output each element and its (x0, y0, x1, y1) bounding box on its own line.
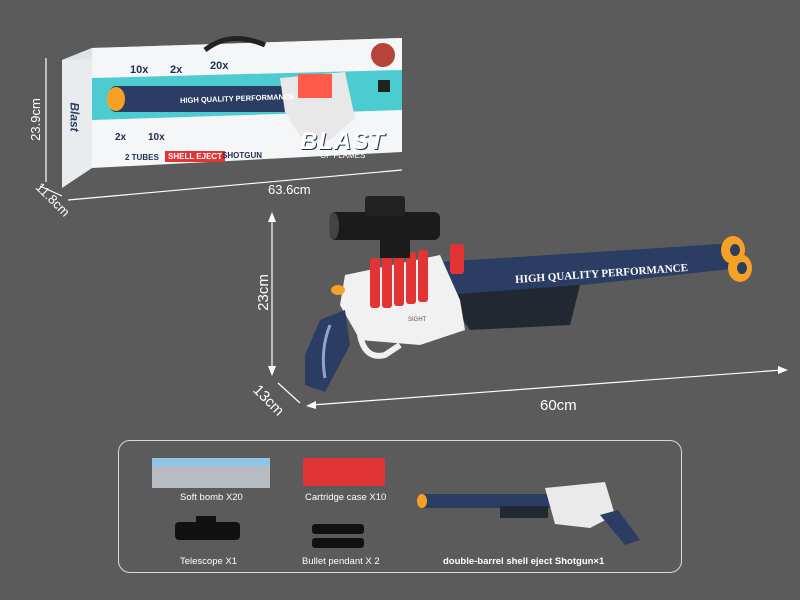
shotgun-caption: double-barrel shell eject Shotgun×1 (443, 556, 605, 567)
box-width-dim-line (67, 169, 403, 201)
bullet-pendant-item (312, 524, 364, 548)
box-feature-1: 2 TUBES (125, 153, 159, 162)
gun-depth-label: 13cm (249, 381, 288, 420)
box-width-label: 63.6cm (268, 182, 311, 197)
gun-muzzle-hole-top (730, 244, 740, 256)
soft-bomb-caption: Soft bomb X20 (180, 492, 243, 503)
gun-length-label: 60cm (540, 397, 577, 414)
gun-scope (329, 196, 440, 258)
soft-bomb-darts (152, 458, 270, 488)
gun-shell-holder (370, 244, 464, 308)
box-brand-title: BLAST (300, 128, 385, 155)
box-badge-1: 10x (130, 64, 149, 76)
box-badge-3: 20x (210, 60, 229, 72)
mini-shotgun-item (417, 482, 640, 545)
box-badge-5: 10x (148, 132, 165, 143)
gun-length-dim-line (311, 369, 783, 406)
gun-length-arrow-right (778, 366, 788, 374)
gun-barrel (440, 243, 740, 300)
box-brand-subtitle: OF FLAMES (320, 151, 366, 160)
gun-depth-dim-line (277, 382, 301, 404)
box-handle (203, 36, 266, 53)
box-gun-muzzle (107, 87, 125, 111)
box-barrel-text: HIGH QUALITY PERFORMANCE (179, 92, 295, 105)
gun-barrel-text: HIGH QUALITY PERFORMANCE (514, 261, 689, 287)
box-side-logo: Blast (67, 102, 82, 132)
bullet-pendant-caption: Bullet pendant X 2 (302, 556, 380, 567)
box-badge-2: 2x (170, 64, 183, 76)
box-gun-barrel (110, 86, 320, 112)
gun-length-arrow-left (306, 401, 316, 409)
gun-hammer (331, 285, 345, 295)
contents-panel (118, 440, 682, 573)
gun-height-arrow-top (268, 212, 276, 222)
box-height-label: 23.9cm (27, 98, 43, 141)
gun-grip (305, 310, 350, 392)
gun-sight-text: SIGHT (408, 317, 427, 323)
box-depth-label: 11.8cm (32, 179, 73, 220)
gun-muzzle-hole-bottom (737, 262, 747, 274)
box-gun-shells (298, 74, 332, 98)
gun-height-arrow-bottom (268, 366, 276, 376)
box-feature-2: SHELL EJECT (165, 151, 226, 162)
gun-under-rail (445, 285, 580, 330)
telescope-caption: Telescope X1 (180, 556, 238, 567)
telescope-item (175, 516, 240, 540)
gun-height-label: 23cm (254, 274, 272, 311)
gun-grip-accent (321, 324, 332, 379)
box-qr-code (378, 80, 390, 92)
box-badge-4: 2x (115, 132, 127, 143)
box-side-face (62, 48, 92, 188)
box-feature-3: SHOTGUN (222, 151, 262, 160)
cartridge-caption: Cartridge case X10 (305, 492, 387, 503)
cartridge-cases (303, 458, 385, 486)
box-character-art (371, 43, 395, 67)
gun-trigger-guard (357, 334, 402, 359)
box-depth-dim-line (39, 185, 63, 197)
